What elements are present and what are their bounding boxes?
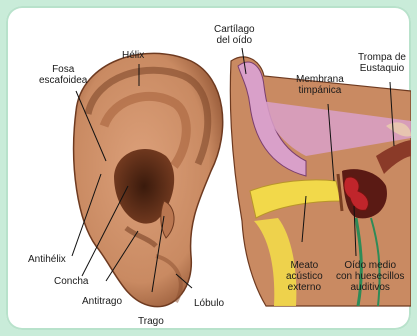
label-fosa-line2: escafoidea [39, 75, 87, 86]
label-trago: Trago [138, 316, 164, 327]
label-membrana-line1: Membrana [296, 74, 344, 85]
label-oido-medio-line2: con huesecillos [336, 271, 404, 282]
label-lobulo: Lóbulo [194, 298, 224, 309]
label-oido-medio-line3: auditivos [336, 282, 404, 293]
label-membrana-timpanica: Membrana timpánica [296, 74, 344, 96]
label-cartilago-line1: Cartílago [214, 24, 255, 35]
diagram-frame: Hélix Fosa escafoidea Cartílago del oído… [6, 6, 411, 330]
label-meato-line2: acústico [286, 271, 323, 282]
label-trompa-line2: Eustaquio [358, 63, 406, 74]
label-membrana-line2: timpánica [296, 85, 344, 96]
label-antihelix: Antihélix [28, 254, 66, 265]
label-fosa-escafoidea: Fosa escafoidea [39, 64, 87, 86]
label-trompa-eustaquio: Trompa de Eustaquio [358, 52, 406, 74]
label-cartilago: Cartílago del oído [214, 24, 255, 46]
label-meato-line3: externo [286, 282, 323, 293]
label-oido-medio: Oído medio con huesecillos auditivos [336, 260, 404, 293]
label-antitrago: Antitrago [82, 296, 122, 307]
label-antihelix-text: Antihélix [28, 254, 66, 265]
label-meato: Meato acústico externo [286, 260, 323, 293]
label-lobulo-text: Lóbulo [194, 298, 224, 309]
label-cartilago-line2: del oído [214, 35, 255, 46]
label-antitrago-text: Antitrago [82, 296, 122, 307]
label-meato-line1: Meato [286, 260, 323, 271]
label-concha-text: Concha [54, 276, 88, 287]
label-helix-text: Hélix [122, 50, 144, 61]
label-helix: Hélix [122, 50, 144, 61]
label-trompa-line1: Trompa de [358, 52, 406, 63]
pinna [74, 53, 223, 306]
label-concha: Concha [54, 276, 88, 287]
label-fosa-line1: Fosa [39, 64, 87, 75]
label-oido-medio-line1: Oído medio [336, 260, 404, 271]
label-trago-text: Trago [138, 316, 164, 327]
